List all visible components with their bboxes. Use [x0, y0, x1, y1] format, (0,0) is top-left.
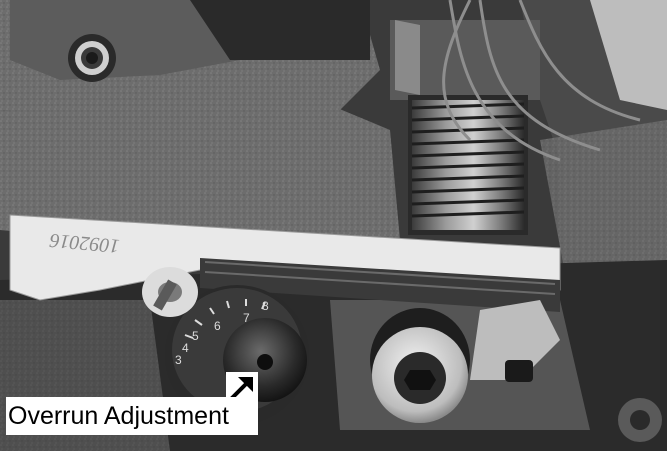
callout-label-box: Overrun Adjustment [6, 397, 258, 435]
cables [442, 0, 641, 162]
dial-number: 3 [175, 353, 182, 367]
dial-number: 7 [243, 311, 250, 325]
large-roller [370, 308, 470, 423]
callout-label: Overrun Adjustment [8, 402, 229, 430]
dial-number: 4 [182, 341, 189, 355]
right-mechanism [470, 300, 560, 380]
dial-number: 8 [262, 299, 269, 313]
dial-number: 5 [192, 329, 199, 343]
spring [411, 100, 525, 230]
arrow-up-right-icon [230, 377, 253, 400]
dial-number: 6 [214, 319, 221, 333]
